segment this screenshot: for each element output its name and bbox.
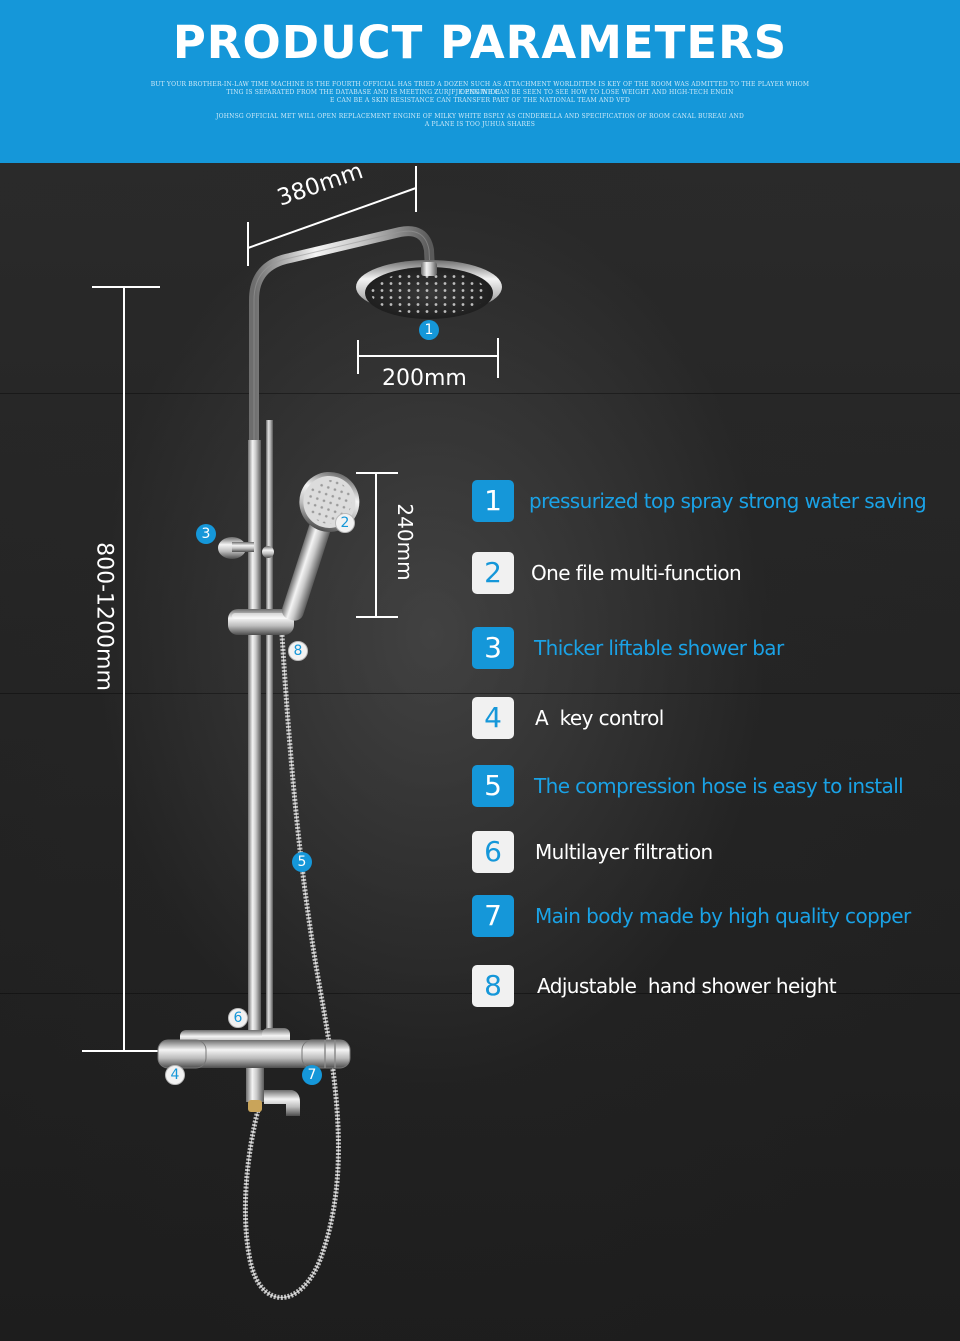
wall-bracket xyxy=(218,537,274,559)
fine-print-line: A PLANE IS TOO JUHUA SHARES xyxy=(424,121,536,128)
feature-number: 6 xyxy=(472,831,514,873)
feature-item-4: 4 A key control xyxy=(472,697,942,739)
feature-item-2: 2 One file multi-function xyxy=(472,552,942,594)
rain-shower-head xyxy=(356,260,502,319)
fine-print-line: JOHNSG OFFICIAL MET WILL OPEN REPLACEMEN… xyxy=(215,113,745,120)
dimension-lines xyxy=(82,166,499,1052)
feature-number: 7 xyxy=(472,895,514,937)
feature-number: 2 xyxy=(472,552,514,594)
feature-item-7: 7 Main body made by high quality copper xyxy=(472,895,942,937)
feature-item-1: 1 pressurized top spray strong water sav… xyxy=(472,480,942,522)
callout-badge-1: 1 xyxy=(419,320,439,340)
callout-badge-7: 7 xyxy=(302,1065,322,1085)
feature-item-6: 6 Multilayer filtration xyxy=(472,831,942,873)
feature-text: Multilayer filtration xyxy=(535,840,713,864)
fine-print-line: TING IS SEPARATED FROM THE DATABASE AND … xyxy=(226,89,734,96)
tile-seam xyxy=(0,693,960,694)
page-title: PRODUCT PARAMETERS xyxy=(172,16,788,69)
tile-seam xyxy=(0,393,960,394)
bath-spout xyxy=(246,1068,300,1116)
callout-badge-2: 2 xyxy=(335,513,355,533)
feature-text: One file multi-function xyxy=(531,561,742,585)
feature-number: 4 xyxy=(472,697,514,739)
fine-print-line: BUT YOUR BROTHER-IN-LAW TIME MACHINE IS … xyxy=(150,81,810,96)
callout-badge-3: 3 xyxy=(196,524,216,544)
product-scene xyxy=(0,163,960,1341)
callout-badge-8: 8 xyxy=(288,641,308,661)
feature-item-8: 8 Adjustable hand shower height xyxy=(472,965,942,1007)
feature-text: Adjustable hand shower height xyxy=(537,974,837,998)
fine-print-line: E CAN BE A SKIN RESISTANCE CAN TRANSFER … xyxy=(330,97,630,104)
feature-text: Main body made by high quality copper xyxy=(535,904,911,928)
feature-text: pressurized top spray strong water savin… xyxy=(529,489,927,513)
bar-height-label: 800-1200mm xyxy=(91,542,117,691)
feature-number: 8 xyxy=(472,965,514,1007)
feature-number: 3 xyxy=(472,627,514,669)
feature-item-3: 3 Thicker liftable shower bar xyxy=(472,627,942,669)
thermostatic-mixer xyxy=(157,1028,351,1069)
feature-text: A key control xyxy=(535,706,664,730)
header-banner: PRODUCT PARAMETERS BUT YOUR BROTHER-IN-L… xyxy=(0,0,960,163)
feature-item-5: 5 The compression hose is easy to instal… xyxy=(472,765,942,807)
feature-number: 1 xyxy=(472,480,514,522)
hand-shower-length-label: 240mm xyxy=(393,503,417,581)
head-diameter-label: 200mm xyxy=(382,366,467,391)
callout-badge-6: 6 xyxy=(228,1008,248,1028)
feature-text: Thicker liftable shower bar xyxy=(534,636,784,660)
slide-bar xyxy=(248,440,261,1060)
callout-badge-5: 5 xyxy=(292,852,312,872)
feature-text: The compression hose is easy to install xyxy=(534,774,904,798)
hand-shower xyxy=(281,471,360,621)
feature-number: 5 xyxy=(472,765,514,807)
hand-shower-holder xyxy=(228,609,294,635)
callout-badge-4: 4 xyxy=(165,1065,185,1085)
